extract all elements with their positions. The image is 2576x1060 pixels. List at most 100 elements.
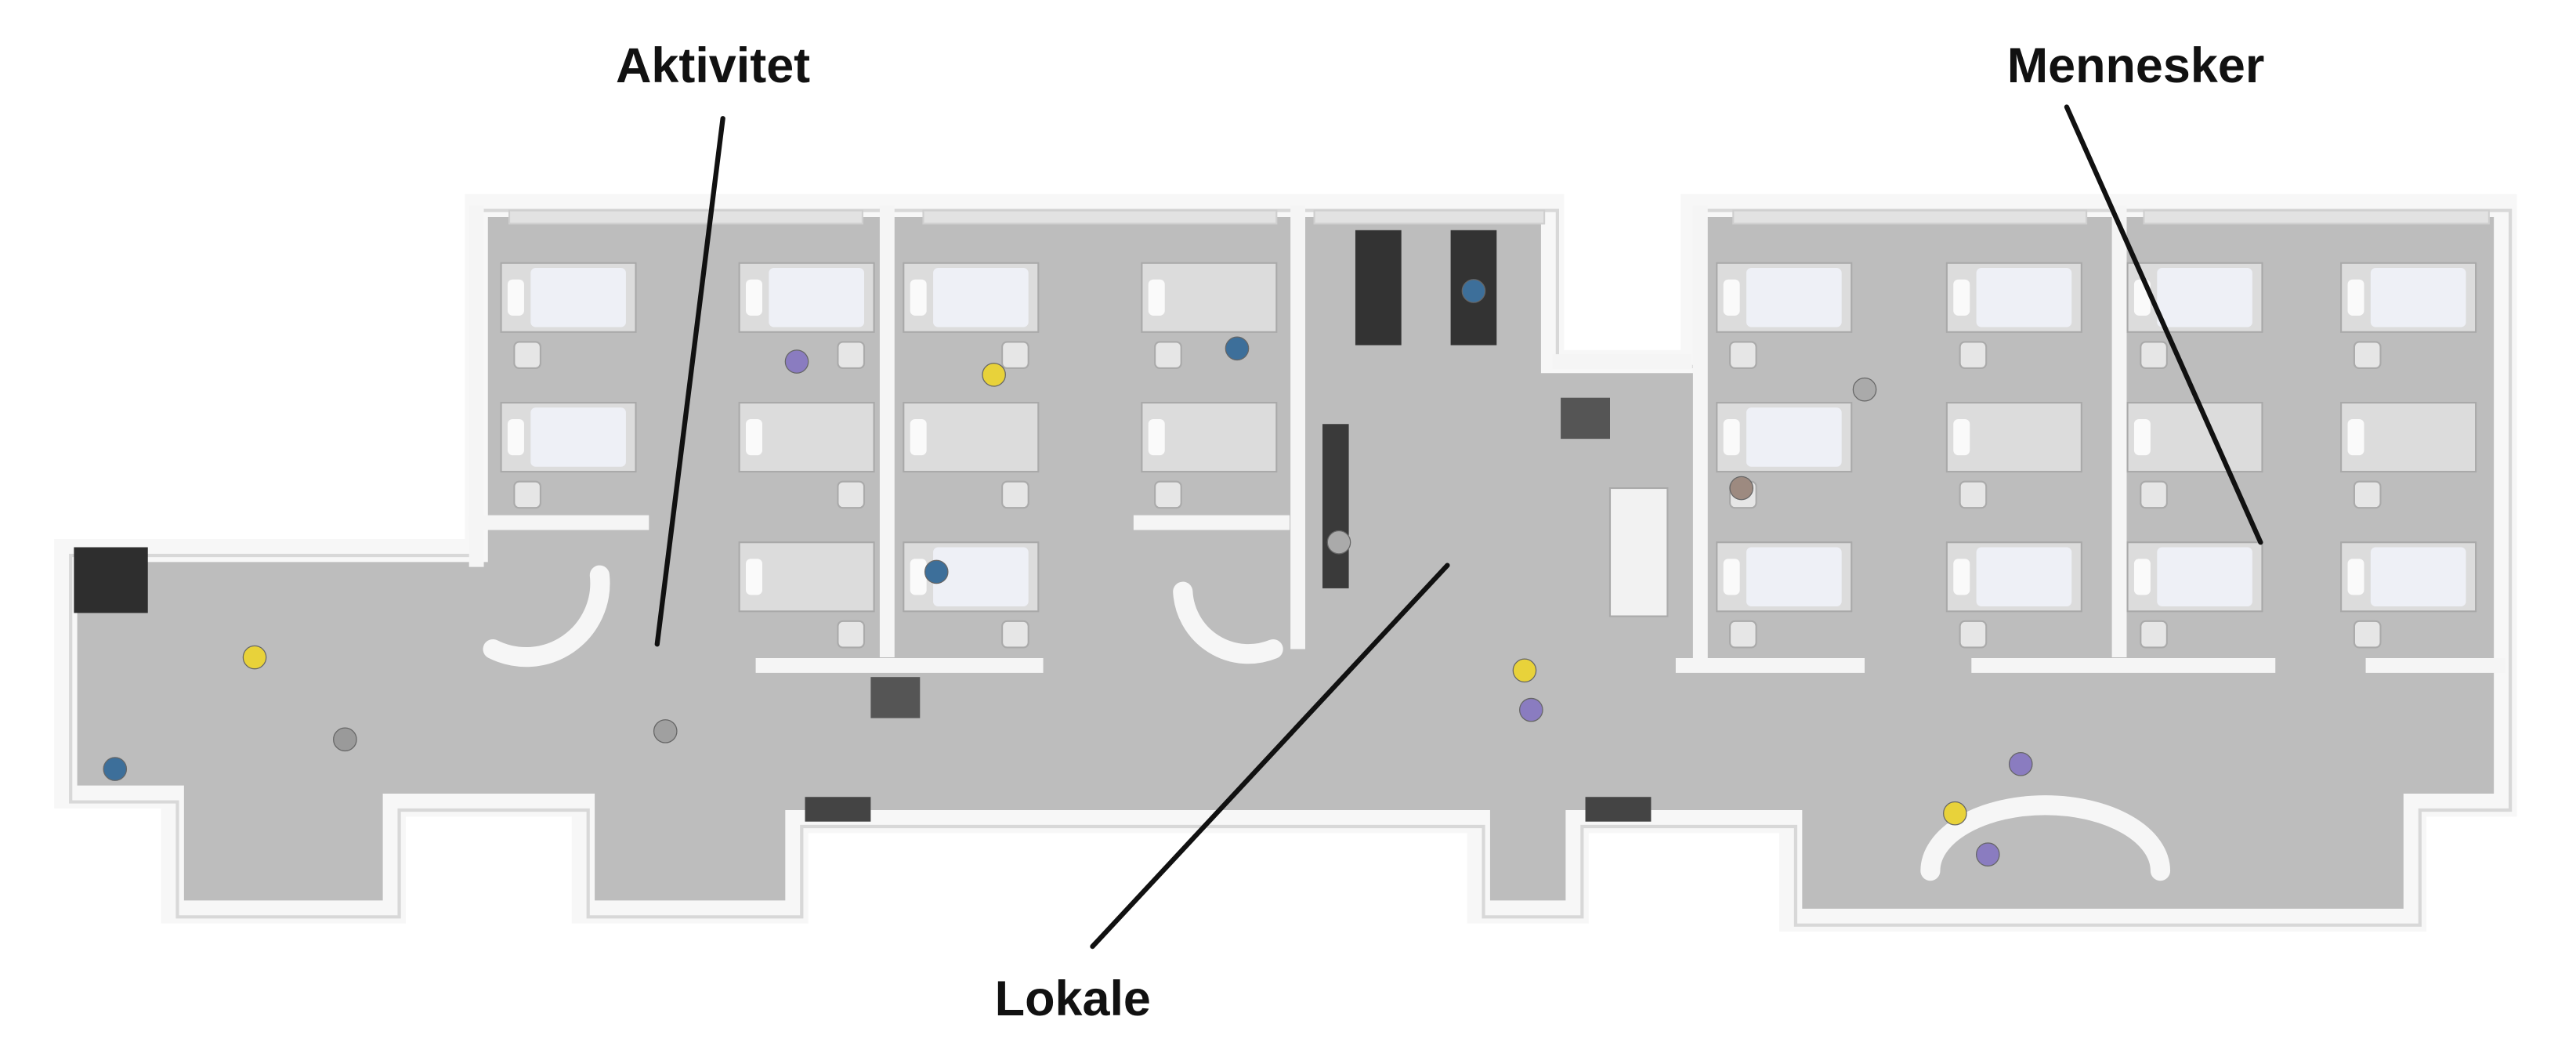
bed-sheet: [1746, 547, 1842, 607]
chair: [1959, 620, 1988, 649]
callout-lines: [654, 104, 2263, 950]
window-blind: [1732, 209, 2088, 225]
person: [1461, 279, 1486, 303]
chair: [2140, 341, 2168, 369]
window-blind: [922, 209, 1278, 225]
person: [1225, 336, 1250, 361]
pillow: [1953, 418, 1970, 456]
bed-sheet: [933, 268, 1029, 327]
person: [2008, 752, 2033, 776]
chair: [2140, 480, 2168, 509]
window-blind: [508, 209, 863, 225]
pillow: [1953, 279, 1970, 316]
bed: [2340, 401, 2477, 473]
pillow: [507, 418, 524, 456]
exam-table: [1608, 487, 1669, 617]
pillow: [1953, 559, 1970, 595]
window-blind: [1313, 209, 1546, 225]
chair: [837, 480, 866, 509]
bed-sheet: [769, 268, 864, 327]
vending-machine: [74, 547, 148, 613]
chair: [1001, 480, 1029, 509]
pillow: [910, 418, 927, 456]
bed-sheet: [2370, 268, 2466, 327]
chair: [2353, 620, 2382, 649]
pillow: [2347, 279, 2364, 316]
person: [103, 757, 128, 781]
patient-beds: [500, 262, 2477, 613]
chair: [1959, 480, 1988, 509]
person: [1519, 697, 1543, 722]
pillow: [910, 279, 927, 316]
premises-leader-line: [1090, 563, 1450, 950]
furniture: [74, 230, 2382, 881]
activity-leader-line: [654, 116, 725, 647]
pillow: [2133, 559, 2151, 595]
label-activity: Aktivitet: [616, 38, 810, 93]
people-figures: [103, 279, 2033, 866]
pillow: [1148, 418, 1165, 456]
wheelchair: [870, 677, 921, 718]
label-premises: Lokale: [995, 971, 1151, 1026]
bed-sheet: [2157, 547, 2252, 607]
person: [1512, 658, 1537, 683]
pillow: [2133, 418, 2151, 456]
pillow: [2347, 418, 2364, 456]
parallel-bars: [1322, 424, 1349, 588]
bench: [805, 797, 871, 822]
treadmill: [1355, 230, 1402, 345]
interior-walls: [468, 205, 2505, 673]
pillow: [746, 418, 762, 456]
person: [1852, 377, 1877, 402]
pillow: [1723, 418, 1740, 456]
chair: [1001, 341, 1029, 369]
person: [1975, 842, 2000, 866]
pillow: [1148, 279, 1165, 316]
bed-sheet: [1746, 268, 1842, 327]
person: [1943, 801, 1967, 826]
pillow: [1723, 559, 1740, 595]
pillow: [910, 559, 927, 595]
reception-desk: [1173, 581, 1283, 664]
pillow: [746, 279, 762, 316]
bench: [1585, 797, 1652, 822]
window-blinds: [508, 209, 2490, 225]
pillow: [1723, 279, 1740, 316]
person: [784, 349, 809, 374]
bed-sheet: [1746, 407, 1842, 467]
chair: [1729, 341, 1757, 369]
window-blind: [2143, 209, 2490, 225]
bed-sheet: [530, 407, 626, 467]
bed-sheet: [530, 268, 626, 327]
person: [1326, 530, 1351, 555]
pillow: [2347, 559, 2364, 595]
bed-sheet: [933, 547, 1029, 607]
pillow: [746, 559, 762, 595]
chair: [2140, 620, 2168, 649]
pillow: [507, 279, 524, 316]
person: [982, 363, 1006, 387]
bed-sheet: [2370, 547, 2466, 607]
chair: [837, 341, 866, 369]
chair: [513, 480, 541, 509]
bed-sheet: [1976, 268, 2072, 327]
chair: [1001, 620, 1029, 649]
chair: [1154, 341, 1182, 369]
chair: [1729, 620, 1757, 649]
chair: [2353, 480, 2382, 509]
chair: [837, 620, 866, 649]
chair: [2353, 341, 2382, 369]
label-people: Mennesker: [2007, 38, 2265, 93]
person: [1729, 476, 1754, 501]
chair: [513, 341, 541, 369]
reception-desk: [1920, 795, 2171, 881]
person: [653, 719, 678, 743]
person: [242, 645, 267, 670]
person: [333, 727, 357, 752]
person: [924, 559, 949, 584]
people-leader-line: [2064, 104, 2263, 545]
chair: [1154, 480, 1182, 509]
reception-desk: [483, 565, 610, 667]
